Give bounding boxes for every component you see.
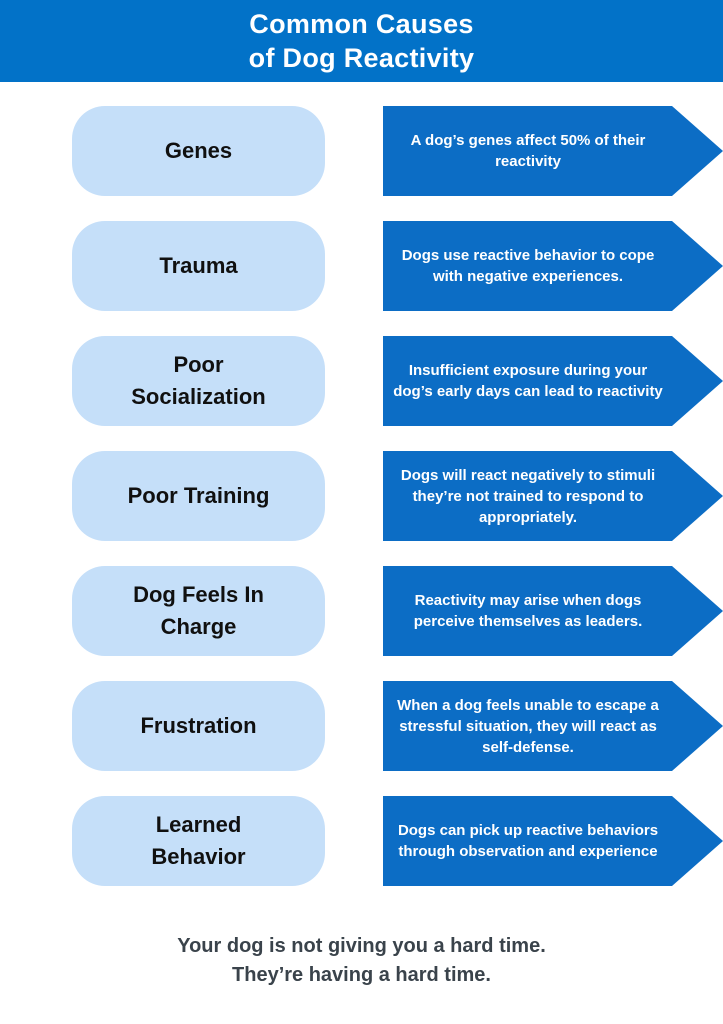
cause-label: Dog Feels In Charge (133, 582, 264, 639)
cause-arrow: Dogs can pick up reactive behaviors thro… (383, 796, 723, 886)
cause-arrow: Dogs will react negatively to stimuli th… (383, 451, 723, 541)
dog-reactivity-infographic: Common Causes of Dog Reactivity Genes A … (0, 0, 723, 990)
cause-description: Insufficient exposure during your dog’s … (393, 362, 663, 400)
cause-label: Poor Socialization (131, 352, 266, 409)
cause-arrow: When a dog feels unable to escape a stre… (383, 681, 723, 771)
cause-pill: Frustration (72, 681, 325, 771)
header-banner: Common Causes of Dog Reactivity (0, 0, 723, 82)
cause-label: Frustration (140, 713, 257, 738)
cause-arrow: A dog’s genes affect 50% of their reacti… (383, 106, 723, 196)
cause-description: Reactivity may arise when dogs perceive … (413, 592, 643, 630)
cause-description: Dogs will react negatively to stimuli th… (400, 466, 656, 526)
cause-description: A dog’s genes affect 50% of their reacti… (410, 132, 646, 170)
cause-row-dog-feels-in-charge: Dog Feels In Charge Reactivity may arise… (0, 566, 723, 656)
cause-row-genes: Genes A dog’s genes affect 50% of their … (0, 106, 723, 196)
cause-row-trauma: Trauma Dogs use reactive behavior to cop… (0, 221, 723, 311)
cause-pill: Genes (72, 106, 325, 196)
page-title: Common Causes of Dog Reactivity (249, 7, 475, 75)
causes-list: Genes A dog’s genes affect 50% of their … (0, 106, 723, 886)
cause-label: Poor Training (127, 483, 270, 508)
cause-row-frustration: Frustration When a dog feels unable to e… (0, 681, 723, 771)
cause-pill: Poor Training (72, 451, 325, 541)
footer-note: Your dog is not giving you a hard time. … (0, 932, 723, 990)
cause-description: When a dog feels unable to escape a stre… (397, 696, 659, 756)
cause-label: Learned Behavior (151, 812, 246, 869)
page-title-line2: of Dog Reactivity (248, 43, 475, 73)
cause-label: Genes (164, 138, 233, 163)
cause-label: Trauma (159, 253, 238, 278)
footer-line2: They’re having a hard time. (232, 964, 491, 986)
cause-pill: Dog Feels In Charge (72, 566, 325, 656)
cause-description: Dogs use reactive behavior to cope with … (401, 247, 655, 285)
cause-pill: Learned Behavior (72, 796, 325, 886)
cause-arrow: Insufficient exposure during your dog’s … (383, 336, 723, 426)
cause-pill: Poor Socialization (72, 336, 325, 426)
cause-arrow: Reactivity may arise when dogs perceive … (383, 566, 723, 656)
page-title-line1: Common Causes (249, 9, 474, 39)
footer-line1: Your dog is not giving you a hard time. (177, 935, 546, 957)
cause-row-poor-training: Poor Training Dogs will react negatively… (0, 451, 723, 541)
cause-row-poor-socialization: Poor Socialization Insufficient exposure… (0, 336, 723, 426)
cause-arrow: Dogs use reactive behavior to cope with … (383, 221, 723, 311)
cause-pill: Trauma (72, 221, 325, 311)
cause-row-learned-behavior: Learned Behavior Dogs can pick up reacti… (0, 796, 723, 886)
cause-description: Dogs can pick up reactive behaviors thro… (397, 822, 659, 860)
